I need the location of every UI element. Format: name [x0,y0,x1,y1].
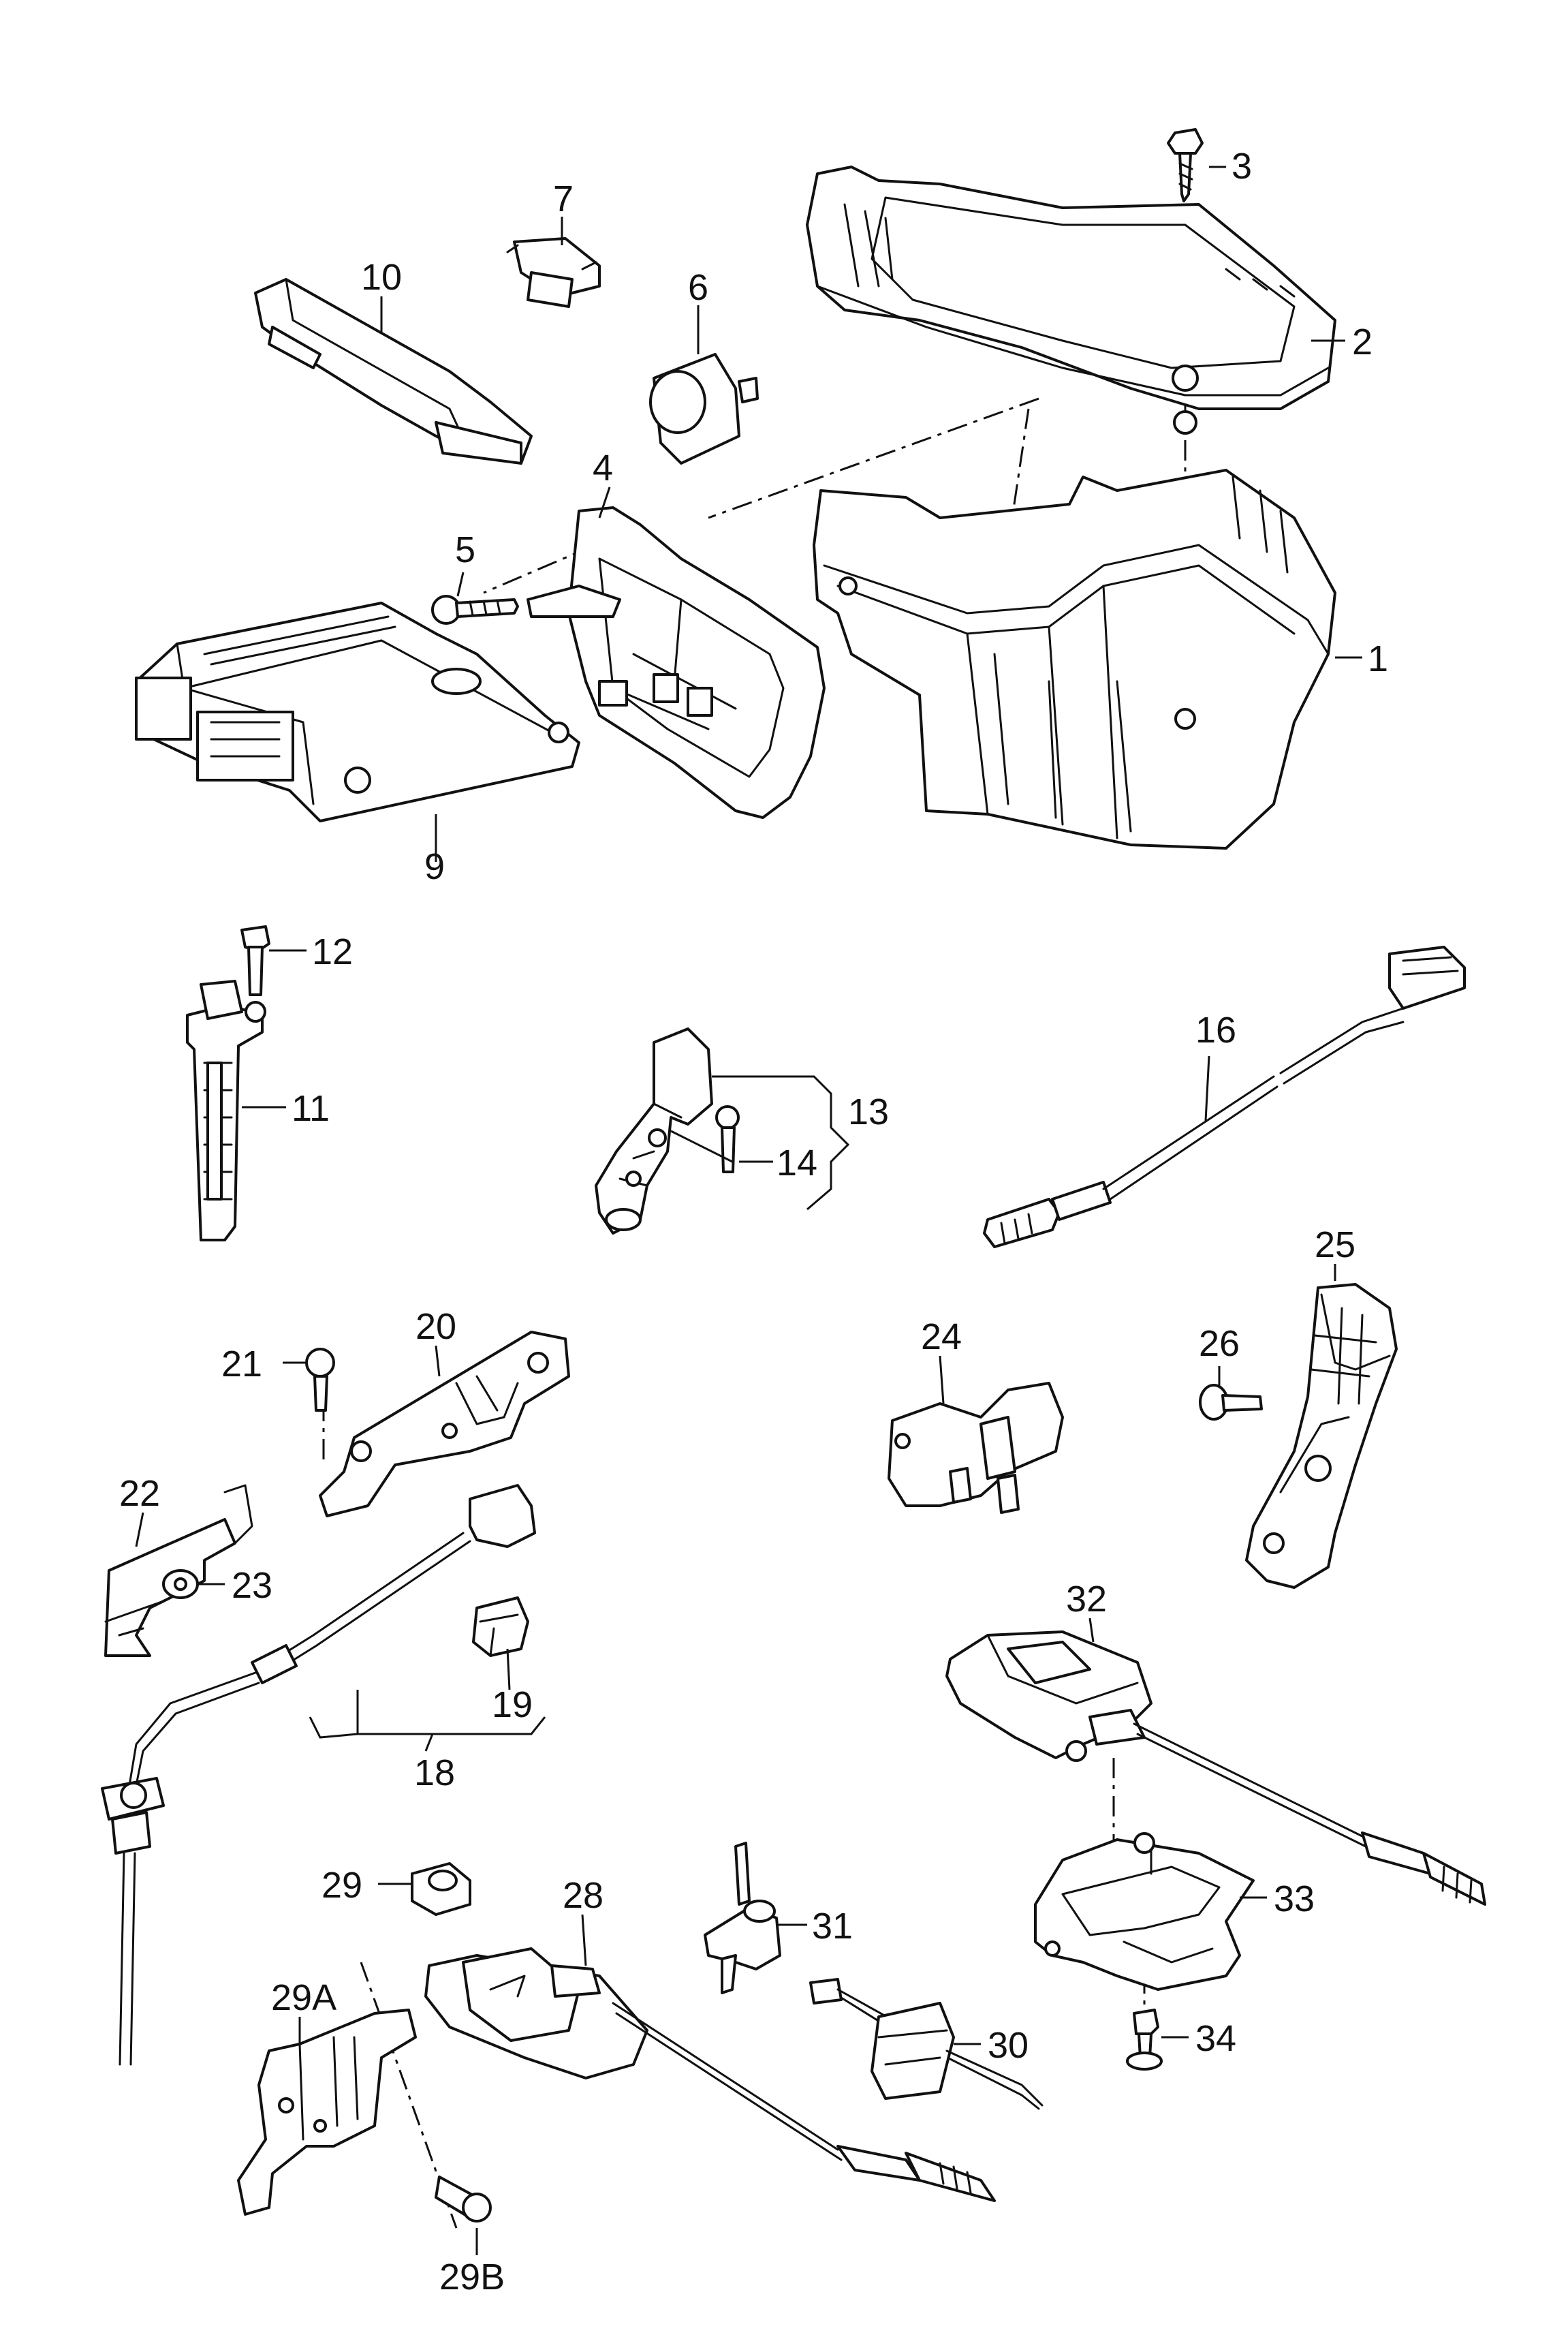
temp-sensor-18 [101,1484,536,2066]
bracket-25 [1245,1283,1398,1589]
clip-31 [704,1842,781,1994]
label-6: 6 [688,267,708,308]
label-32: 32 [1066,1579,1107,1620]
control-unit-housing [813,469,1336,850]
nox-module-32 [945,1630,1486,1906]
holder-19 [472,1596,529,1657]
label-22: 22 [119,1473,160,1514]
label-16: 16 [1195,1010,1236,1051]
bracket-29a [237,2009,417,2216]
label-29a: 29A [271,1977,336,2018]
label-12: 12 [312,931,353,972]
label-5: 5 [455,529,475,570]
label-13: 13 [848,1092,889,1132]
label-4: 4 [593,448,613,489]
label-28: 28 [563,1875,603,1916]
label-10: 10 [361,257,402,298]
lambda-probe-16 [983,946,1466,1248]
screw-5 [431,595,519,625]
label-30: 30 [988,2025,1029,2066]
label-34: 34 [1195,2018,1236,2059]
clip-7 [506,237,601,308]
label-2: 2 [1352,322,1373,362]
label-20: 20 [415,1306,456,1347]
label-25: 25 [1315,1224,1355,1265]
label-3: 3 [1232,146,1252,187]
label-24: 24 [921,1316,962,1357]
sensor-13 [595,1027,713,1235]
label-11: 11 [292,1088,330,1129]
bracket-20 [319,1331,570,1517]
cover-strip-10 [254,278,533,465]
label-14: 14 [777,1143,817,1183]
nox-sensor-28 [424,1947,996,2202]
label-23: 23 [232,1565,272,1606]
label-1: 1 [1368,638,1388,679]
label-29: 29 [322,1865,362,1906]
label-33: 33 [1274,1878,1315,1919]
control-unit-9 [135,602,580,822]
part-labels: 1 2 3 4 5 6 7 9 10 11 12 13 14 16 18 19 … [119,146,1388,2297]
pressure-sensor-24 [888,1382,1064,1514]
label-29b: 29B [439,2257,505,2297]
bracket-frame [527,506,826,819]
bracket-33 [1034,1832,1255,1991]
label-26: 26 [1199,1323,1240,1364]
connector-30 [809,1978,1044,2110]
sensor-11 [186,980,266,1241]
label-7: 7 [553,179,574,219]
nut-23 [162,1569,199,1599]
label-18: 18 [414,1752,455,1793]
screw-12 [240,925,270,996]
label-19: 19 [492,1684,533,1725]
bolt-26 [1199,1384,1263,1421]
leader-lines [135,166,1362,2255]
label-31: 31 [812,1906,853,1947]
screw-14 [715,1105,740,1173]
housing-cover [806,166,1336,435]
label-21: 21 [221,1344,262,1384]
nut-29 [411,1862,471,1916]
label-9: 9 [424,846,445,887]
screw-34 [1126,2009,1163,2071]
relay-6 [649,353,759,465]
screw-21 [305,1348,335,1412]
screw-29b [435,2176,492,2223]
screw-3 [1167,128,1204,202]
